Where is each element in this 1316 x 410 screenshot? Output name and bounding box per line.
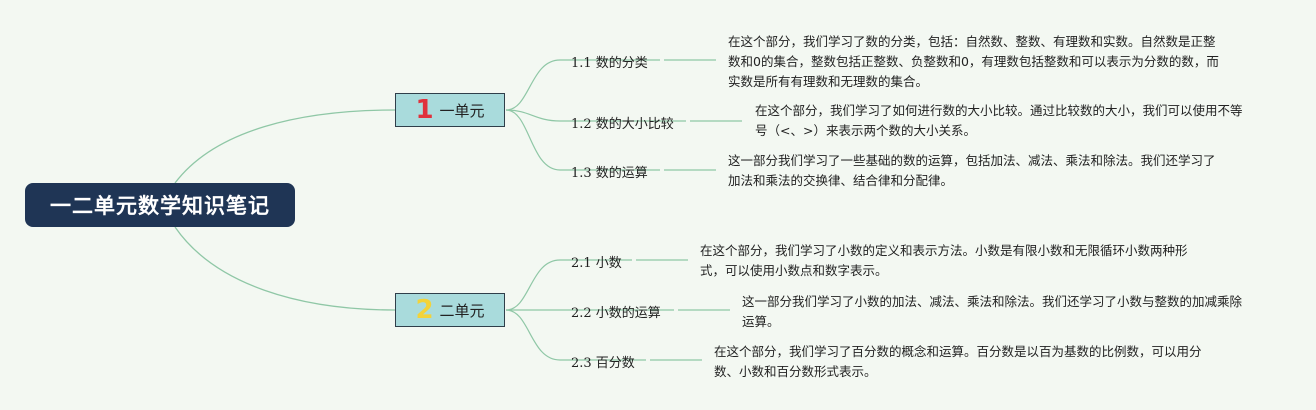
unit-node-2[interactable]: 2 二单元 — [395, 293, 505, 327]
topic-note-1-2: 在这个部分，我们学习了如何进行数的大小比较。通过比较数的大小，我们可以使用不等号… — [755, 103, 1243, 138]
topic-note-2-1: 在这个部分，我们学习了小数的定义和表示方法。小数是有限小数和无限循环小数两种形式… — [700, 243, 1188, 278]
topic-node-2-2[interactable]: 2.2 小数的运算 — [571, 306, 661, 321]
connector-unit1-topic2 — [505, 109, 561, 122]
unit-title: 一单元 — [439, 101, 485, 120]
unit-number-icon: 2 — [415, 295, 434, 325]
topic-note-2-2: 这一部分我们学习了小数的加法、减法、乘法和除法。我们还学习了小数与整数的加减乘除… — [742, 294, 1243, 329]
connector-root-unit2 — [174, 226, 396, 311]
topic-note-1-1: 在这个部分，我们学习了数的分类，包括：自然数、整数、有理数和实数。自然数是正整数… — [728, 34, 1219, 89]
connector-unit1-topic3 — [505, 109, 561, 171]
unit-node-1[interactable]: 1 一单元 — [395, 93, 505, 127]
topic-node-1-3[interactable]: 1.3 数的运算 — [571, 166, 648, 181]
connector-unit2-topic3 — [505, 309, 561, 361]
unit-number-icon: 1 — [415, 95, 434, 125]
connector-unit2-topic1 — [505, 259, 561, 311]
topic-node-2-1[interactable]: 2.1 小数 — [571, 256, 622, 271]
connector-unit1-topic1 — [505, 59, 561, 111]
topic-note-1-3: 这一部分我们学习了一些基础的数的运算，包括加法、减法、乘法和除法。我们还学习了加… — [728, 153, 1216, 188]
topic-note-2-3: 在这个部分，我们学习了百分数的概念和运算。百分数是以百为基数的比例数，可以用分数… — [714, 344, 1202, 379]
root-node[interactable]: 一二单元数学知识笔记 — [25, 183, 295, 227]
unit-title: 二单元 — [439, 301, 485, 320]
topic-node-1-1[interactable]: 1.1 数的分类 — [571, 56, 648, 71]
topic-node-2-3[interactable]: 2.3 百分数 — [571, 356, 635, 371]
connector-root-unit1 — [174, 109, 396, 184]
topic-node-1-2[interactable]: 1.2 数的大小比较 — [571, 117, 674, 132]
root-title: 一二单元数学知识笔记 — [50, 194, 270, 218]
